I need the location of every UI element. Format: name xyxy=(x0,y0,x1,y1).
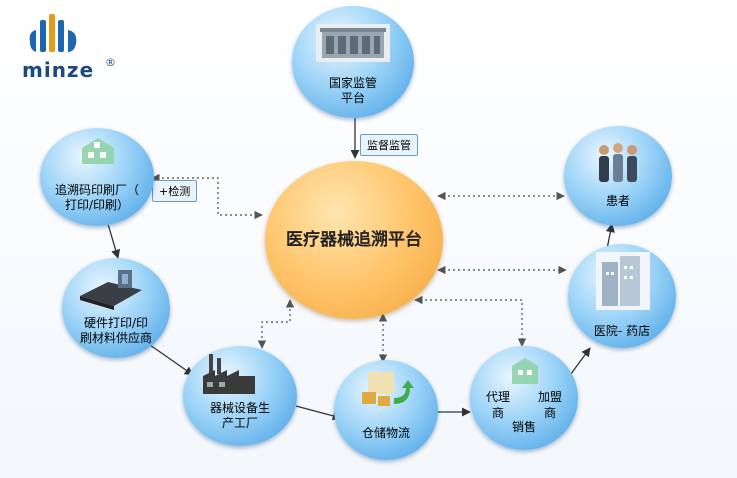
node-agents-franchise[interactable]: 代理 商 加盟 商 销售 xyxy=(470,346,578,450)
hospital-building-icon xyxy=(596,252,650,310)
node-dealer-label-sales: 销售 xyxy=(511,420,536,434)
node-patient[interactable]: 患者 xyxy=(564,126,672,226)
link-manufacturer-center xyxy=(257,299,295,349)
node-dealer-label-agent: 代理 xyxy=(485,390,510,404)
node-regulator-label-1: 国家监管 xyxy=(328,76,377,90)
boxes-logistics-icon xyxy=(362,372,414,406)
government-building-icon xyxy=(316,24,390,62)
node-warehouse-label: 仓储物流 xyxy=(361,426,410,440)
node-printer-label-2: 打印/印刷） xyxy=(64,198,130,212)
logo-mark-icon xyxy=(29,14,77,52)
warehouse-building-icon xyxy=(80,270,142,310)
link-dealer-center xyxy=(414,295,527,347)
node-code-printer[interactable]: 追溯码印刷厂（ 打印/印刷） xyxy=(40,128,154,226)
node-supplier-label-1: 硬件打印/印 xyxy=(83,316,149,330)
people-group-icon xyxy=(599,143,637,182)
node-regulator-label-2: 平台 xyxy=(340,91,365,105)
printing-factory-icon xyxy=(82,138,114,164)
node-material-supplier[interactable]: 硬件打印/印 刷材料供应商 xyxy=(62,258,170,358)
logo-text: minze xyxy=(22,58,95,82)
supervision-tag: 监督监管 xyxy=(360,134,418,156)
node-printer-label-1: 追溯码印刷厂（ xyxy=(54,183,139,197)
node-dealer-label-franchise-2: 商 xyxy=(543,406,556,420)
node-supplier-label-2: 刷材料供应商 xyxy=(79,331,152,345)
sales-building-icon xyxy=(512,358,538,384)
node-manufacturer-label-2: 产工厂 xyxy=(221,416,258,430)
hub-title: 医疗器械追溯平台 xyxy=(286,230,422,250)
node-patient-label: 患者 xyxy=(605,194,630,208)
arrow-supplier-to-manufacturer xyxy=(149,344,194,376)
arrow-manufacturer-to-warehouse xyxy=(295,405,342,421)
logo-registered-mark: ® xyxy=(105,56,116,69)
node-regulator[interactable]: 国家监管 平台 xyxy=(292,6,414,118)
traceability-platform-hub[interactable]: 医疗器械追溯平台 xyxy=(265,161,443,319)
node-manufacturer-label-1: 器械设备生 xyxy=(209,401,270,415)
node-dealer-label-franchise: 加盟 xyxy=(537,390,562,404)
node-hospital-label: 医院- 药店 xyxy=(593,324,651,338)
node-hospital-pharmacy[interactable]: 医院- 药店 xyxy=(568,244,676,348)
node-warehouse-logistics[interactable]: 仓储物流 xyxy=(334,360,438,460)
factory-icon xyxy=(203,354,255,394)
inspection-tag: +检测 xyxy=(152,180,198,202)
link-printer-center xyxy=(151,173,263,220)
node-manufacturer[interactable]: 器械设备生 产工厂 xyxy=(183,346,297,446)
arrow-printer-to-supplier xyxy=(107,223,121,259)
node-dealer-label-agent-2: 商 xyxy=(491,406,504,420)
